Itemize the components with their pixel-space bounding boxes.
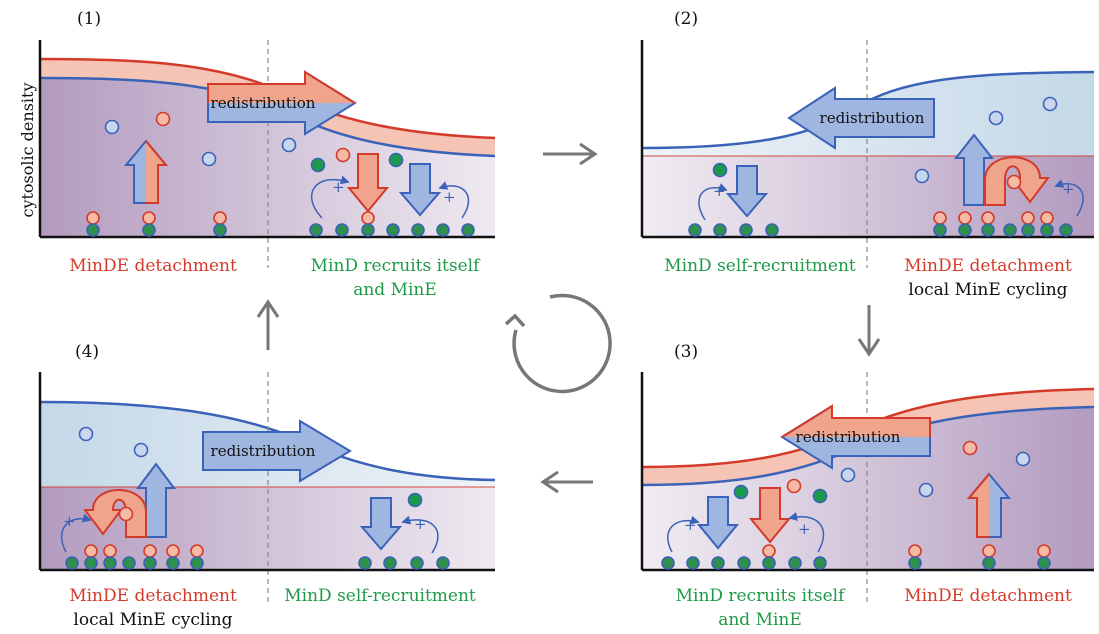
cycle-arrow-icon — [504, 293, 612, 394]
panel-1: + + (1) redistribution MinDE detachment … — [38, 9, 496, 300]
panel-3-feedback-loop — [788, 512, 825, 553]
panel-2-number: (2) — [674, 9, 698, 29]
panel-2-right-caption-1: local MinE cycling — [908, 280, 1067, 300]
panel-1-mine-cytosol — [335, 147, 351, 163]
panel-2-mind-recruit-arrow — [725, 165, 769, 218]
panel-1-detachment-arrow-red-outline — [145, 140, 169, 204]
panel-3-mind-recruit-arrow — [696, 496, 740, 550]
panel-4-mind-recruit-arrow — [359, 497, 403, 551]
panel-2-membrane-particles — [688, 211, 1073, 237]
panel-1-plus-sign: + — [443, 188, 456, 206]
panel-4-membrane-particles — [65, 544, 450, 570]
panel-4-redistribution-arrow — [202, 419, 352, 483]
panel-3-mind-cytosol — [1015, 451, 1031, 467]
panel-2-feedback-loop — [698, 183, 728, 221]
panel-3-redistribution-arrow-red-outline — [781, 404, 931, 438]
panel-3: + + (3) redistribution MinD recruits its… — [640, 342, 1095, 630]
panel-2-redistribution-arrow — [787, 86, 935, 150]
panel-4-left-caption-1: local MinE cycling — [73, 610, 232, 630]
panel-4-left-caption-0: MinDE detachment — [69, 586, 237, 606]
panel-3-mind-cytosol — [840, 467, 856, 483]
panel-1-mind-cytosol — [104, 119, 120, 135]
panel-3-mind-atp — [812, 488, 828, 504]
panel-2-right-caption-0: MinDE detachment — [904, 256, 1072, 276]
panel-1-mind-recruit-arrow — [398, 163, 442, 217]
panel-3-arrow-label: redistribution — [796, 428, 901, 446]
panel-3-plus-sign: + — [684, 516, 697, 534]
panel-3-plus-sign: + — [798, 520, 811, 538]
panel-4-right-caption-0: MinD self-recruitment — [284, 586, 476, 606]
panel-4-mine-cytosol — [118, 506, 134, 522]
panel-4-feedback-loop — [401, 515, 439, 554]
panel-4-mind-cytosol — [133, 442, 149, 458]
panel-3-left-caption-0: MinD recruits itself — [676, 586, 846, 606]
panel-1-feedback-loop — [310, 175, 350, 219]
panel-4-mind-atp — [407, 492, 423, 508]
panel-2: + + (2) redistribution MinD self-recruit… — [640, 9, 1095, 300]
panel-1-mine-recruit-arrow — [346, 153, 390, 213]
panel-1-redistribution-arrow-red-outline — [207, 70, 356, 104]
panel-1-membrane-particles — [86, 211, 475, 237]
panel-1-red-band — [40, 59, 495, 156]
panel-1-right-caption-1: and MinE — [353, 280, 437, 300]
panel-1-arrow-label: redistribution — [211, 94, 316, 112]
panel-4-mine-cycling-arrow — [83, 489, 147, 538]
panel-1-mine-cytosol — [155, 111, 171, 127]
panel-4-plus-sign: + — [63, 512, 76, 530]
panel-3-right-caption-0: MinDE detachment — [904, 586, 1072, 606]
panel-4-arrow-label: redistribution — [211, 442, 316, 460]
panel-2-feedback-loop — [1054, 179, 1084, 217]
panel-2-left-caption-0: MinD self-recruitment — [664, 256, 856, 276]
panel-2-plus-sign: + — [713, 182, 726, 200]
y-axis-label: cytosolic density — [18, 83, 37, 218]
panel-1-number: (1) — [77, 9, 101, 29]
panel-1-right-caption-0: MinD recruits itself — [311, 256, 481, 276]
panel-4-plus-sign: + — [414, 515, 427, 533]
panel-3-number: (3) — [674, 342, 698, 362]
panel-3-mine-recruit-arrow — [748, 487, 792, 544]
panel-3-feedback-loop — [667, 515, 700, 553]
panel-3-left-caption-1: and MinE — [718, 610, 802, 630]
panel-1-feedback-loop — [438, 181, 470, 219]
panel-4-feedback-loop — [60, 513, 92, 553]
panel-4: + + (4) redistribution MinDE detachment … — [38, 342, 496, 630]
panel-2-mine-cytosol — [1006, 174, 1022, 190]
panel-4-mind-cytosol — [78, 426, 94, 442]
transition-arrow-1-to-2 — [543, 142, 598, 166]
panel-3-mind-atp — [733, 484, 749, 500]
panel-3-mine-cytosol — [786, 478, 802, 494]
panel-2-plus-sign: + — [1062, 180, 1075, 198]
panel-2-mind-cytosol — [988, 110, 1004, 126]
panel-2-mind-cytosol — [914, 168, 930, 184]
panel-2-arrow-label: redistribution — [820, 109, 925, 127]
panel-1-mind-cytosol — [201, 151, 217, 167]
panel-3-mine-cytosol — [962, 440, 978, 456]
panel-3-detachment-arrow-red-outline — [966, 473, 990, 538]
panel-1-left-caption-0: MinDE detachment — [69, 256, 237, 276]
panel-2-mind-cytosol — [1042, 96, 1058, 112]
panel-1-mind-cytosol — [281, 137, 297, 153]
panel-1-mind-atp — [310, 157, 326, 173]
transition-arrow-4-to-1 — [256, 299, 280, 350]
panel-3-mind-cytosol — [918, 482, 934, 498]
panel-1-plus-sign: + — [332, 178, 345, 196]
panel-3-membrane-particles — [661, 544, 1051, 570]
transition-arrow-3-to-4 — [540, 470, 593, 494]
panel-1-mind-atp — [388, 152, 404, 168]
panel-2-mind-atp — [712, 162, 728, 178]
panel-4-number: (4) — [75, 342, 99, 362]
transition-arrow-2-to-3 — [857, 305, 881, 357]
